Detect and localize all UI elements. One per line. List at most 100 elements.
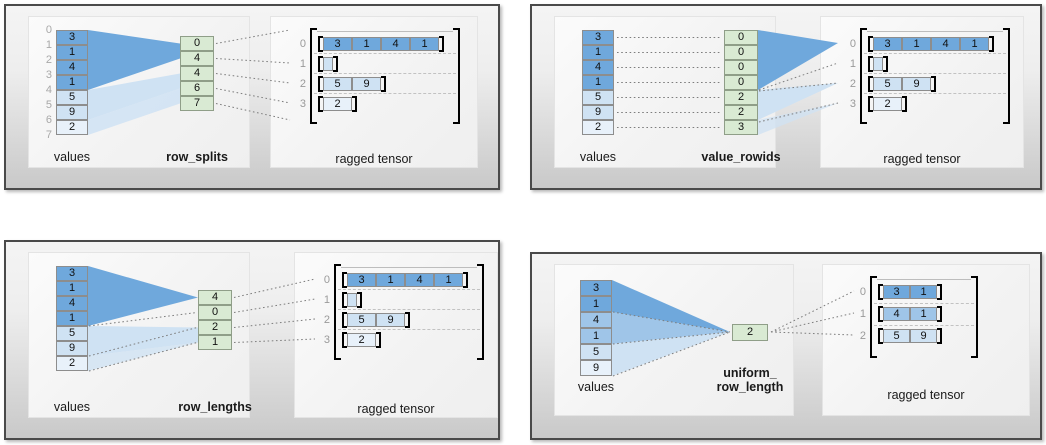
ragged-cell: 4	[883, 307, 910, 321]
values-cell: 2	[582, 120, 614, 135]
encoding-cell: 7	[180, 96, 214, 111]
values-cell: 9	[580, 360, 612, 376]
ragged-row-open-bracket	[342, 312, 347, 328]
ragged-row-separator	[338, 309, 480, 310]
values-cell: 9	[56, 105, 88, 120]
values-cell: 5	[56, 326, 88, 341]
encoding-caption-row-lengths: row_lengths	[178, 400, 252, 414]
ragged-row-index: 1	[299, 58, 306, 70]
values-cell: 1	[582, 75, 614, 90]
values-cell: 9	[56, 341, 88, 356]
ragged-cell: 1	[410, 37, 439, 51]
ragged-cell: 2	[323, 97, 352, 111]
ragged-row-open-bracket	[878, 306, 883, 322]
ragged-row-close-bracket	[381, 76, 386, 92]
encoding-cell: 2	[724, 90, 758, 105]
ragged-cell: 5	[347, 313, 376, 327]
ragged-caption-value-rowids: ragged tensor	[883, 152, 961, 166]
ragged-open-bracket	[860, 28, 867, 124]
values-cell: 1	[580, 296, 612, 312]
ragged-row-index: 1	[859, 308, 866, 320]
ragged-cell: 5	[873, 77, 902, 91]
values-boundary-index: 2	[45, 54, 52, 66]
encoding-cell: 0	[724, 45, 758, 60]
encoding-cell: 0	[180, 36, 214, 51]
encoding-cell: 3	[724, 120, 758, 135]
encoding-cell: 0	[724, 30, 758, 45]
ragged-row-separator	[864, 73, 1006, 74]
ragged-empty-cell	[347, 293, 357, 307]
ragged-row-separator	[314, 53, 456, 54]
values-boundary-index: 5	[45, 99, 52, 111]
ragged-top-rule	[317, 31, 453, 32]
ragged-row-index: 3	[299, 98, 306, 110]
values-cell: 4	[580, 312, 612, 328]
ragged-row-close-bracket	[352, 96, 357, 112]
ragged-row-separator	[864, 53, 1006, 54]
encoding-stack-uniform-row-length: 2	[732, 323, 768, 341]
values-cell: 5	[56, 90, 88, 105]
encoding-cell: 0	[724, 75, 758, 90]
values-cell: 4	[56, 60, 88, 75]
ragged-row-close-bracket	[902, 96, 907, 112]
ragged-row-index: 0	[323, 274, 330, 286]
ragged-row-close-bracket	[333, 56, 338, 72]
encoding-cell: 0	[198, 305, 232, 320]
ragged-top-rule	[341, 267, 477, 268]
values-cell: 2	[56, 120, 88, 135]
ragged-empty-cell	[873, 57, 883, 71]
ragged-row-open-bracket	[318, 56, 323, 72]
values-cell: 3	[580, 280, 612, 296]
ragged-row-separator	[338, 289, 480, 290]
ragged-top-rule	[867, 31, 1003, 32]
ragged-cell: 4	[931, 37, 960, 51]
ragged-cell: 5	[883, 329, 910, 343]
ragged-row-open-bracket	[318, 76, 323, 92]
ragged-row-close-bracket	[439, 36, 444, 52]
ragged-caption-row-lengths: ragged tensor	[357, 402, 435, 416]
ragged-row-separator	[314, 73, 456, 74]
ragged-row-index: 2	[299, 78, 306, 90]
values-cell: 1	[56, 45, 88, 60]
ragged-cell: 3	[323, 37, 352, 51]
ragged-caption-row-splits: ragged tensor	[335, 152, 413, 166]
ragged-row-index: 0	[849, 38, 856, 50]
encoding-caption-uniform-row-length: uniform_ row_length	[716, 366, 784, 394]
values-cell: 3	[582, 30, 614, 45]
encoding-cell: 0	[724, 60, 758, 75]
ragged-row-separator	[338, 329, 480, 330]
values-cell: 4	[582, 60, 614, 75]
values-cell: 2	[56, 356, 88, 371]
ragged-cell: 3	[873, 37, 902, 51]
ragged-row-index: 2	[849, 78, 856, 90]
ragged-empty-cell	[323, 57, 333, 71]
encoding-cell: 1	[198, 335, 232, 350]
ragged-close-bracket	[453, 28, 460, 124]
ragged-row-open-bracket	[318, 96, 323, 112]
encoding-cell: 4	[180, 66, 214, 81]
ragged-close-bracket	[971, 276, 978, 358]
ragged-row-open-bracket	[878, 328, 883, 344]
ragged-row-open-bracket	[342, 332, 347, 348]
ragged-row-separator	[874, 303, 974, 304]
ragged-cell: 1	[352, 37, 381, 51]
values-cell: 1	[580, 328, 612, 344]
ragged-cell: 4	[405, 273, 434, 287]
encoding-cell: 6	[180, 81, 214, 96]
values-boundary-index: 4	[45, 84, 52, 96]
ragged-row-index: 1	[849, 58, 856, 70]
ragged-row-close-bracket	[989, 36, 994, 52]
values-cell: 1	[582, 45, 614, 60]
ragged-cell: 3	[883, 285, 910, 299]
values-cell: 3	[56, 266, 88, 281]
values-caption-uniform-row-length: values	[577, 380, 615, 394]
ragged-row-open-bracket	[868, 76, 873, 92]
